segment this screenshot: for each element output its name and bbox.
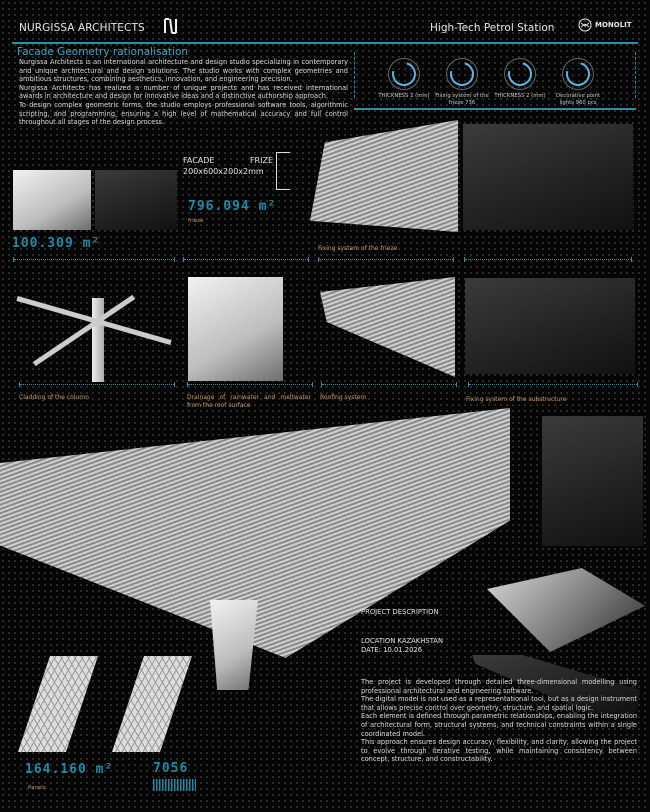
- caption-cladding-column: Cladding of the column: [19, 394, 89, 401]
- description-paragraph: The digital model is not used as a repre…: [361, 695, 637, 712]
- intro-paragraph: Nurgissa Architects is an international …: [19, 58, 348, 84]
- drainage-render: [188, 277, 283, 381]
- substructure-fixing-render: [465, 278, 635, 374]
- divider-rule: [187, 382, 313, 387]
- stat-label: Fixing system of the frieze 736: [435, 93, 489, 106]
- caption-roofing: Roofing system: [320, 394, 367, 401]
- column-cladding-render: [14, 278, 174, 384]
- canopy-interior-render: [95, 170, 177, 230]
- description-paragraph: Each element is defined through parametr…: [361, 712, 637, 738]
- nurgissa-logo-icon: [164, 18, 177, 34]
- progress-ring-icon: [562, 58, 594, 90]
- facade-spec: FACADE FRIZE 200x600x200x2mm: [183, 155, 273, 177]
- project-description-heading: PROJECT DESCRIPTION: [361, 608, 439, 616]
- monolit-emblem-icon: [578, 18, 592, 32]
- stats-frame: [354, 52, 636, 98]
- stat-label: Decorative point lights 960 pcs: [555, 93, 601, 106]
- caption-fixing-frieze: Fixing system of the frieze: [318, 245, 398, 252]
- frieze-area-value: 796.094 m²: [188, 199, 277, 214]
- stat-lights: Decorative point lights 960 pcs: [548, 58, 608, 106]
- project-title: High-Tech Petrol Station: [430, 22, 555, 34]
- panel-pattern-left: [18, 656, 98, 752]
- brand-name: NURGISSA ARCHITECTS: [19, 22, 145, 34]
- panels-area-value: 164.160 m²: [25, 762, 114, 777]
- facade-dimensions: 200x600x200x2mm: [183, 167, 264, 176]
- caption-drainage: Drainage of rainwater and meltwater from…: [187, 394, 311, 409]
- frize-label: FRIZE: [249, 156, 273, 165]
- divider-rule: [183, 257, 309, 262]
- intro-text: Nurgissa Architects is an international …: [19, 58, 348, 127]
- project-location: LOCATION KAZAKHSTAN: [361, 637, 444, 645]
- intro-paragraph: To design complex geometric forms, the s…: [19, 100, 348, 127]
- description-paragraph: The project is developed through detaile…: [361, 678, 637, 695]
- divider-rule: [468, 382, 638, 387]
- stat-thickness: THICKNESS 2 (mm): [374, 58, 434, 100]
- spec-bracket: [276, 152, 277, 190]
- panel-pattern-right: [112, 656, 192, 752]
- roofing-system-render: [320, 277, 455, 377]
- frieze-caption: frieze: [188, 218, 204, 224]
- progress-ring-icon: [388, 58, 420, 90]
- partner-logo: MONOLIT: [578, 18, 632, 32]
- header-divider-left: [12, 42, 312, 44]
- roof-module-render: [487, 568, 645, 652]
- canopy-column-render: [210, 600, 258, 690]
- stat-fixing-system: Fixing system of the frieze 736: [432, 58, 492, 106]
- progress-ring-icon: [504, 58, 536, 90]
- project-description-text: The project is developed through detaile…: [361, 678, 637, 764]
- divider-rule: [19, 382, 175, 387]
- divider-rule: [13, 257, 175, 262]
- frieze-fixing-detail-render: [463, 124, 633, 230]
- intro-paragraph: Nurgissa Architects has realized a numbe…: [19, 83, 348, 101]
- progress-ring-icon: [446, 58, 478, 90]
- facade-area-value: 100.309 m²: [12, 236, 101, 251]
- stat-label: THICKNESS 2 (mm): [494, 93, 546, 99]
- description-paragraph: This approach ensures design accuracy, f…: [361, 738, 637, 764]
- panels-count: 7056: [153, 761, 189, 776]
- caption-fixing-substructure: Fixing system of the substructure: [466, 396, 567, 403]
- project-date: DATE: 10.01.2026: [361, 646, 423, 654]
- partner-logo-text: MONOLIT: [595, 21, 632, 29]
- section-title: Facade Geometry rationalisation: [17, 46, 189, 58]
- header-divider-right: [312, 42, 638, 44]
- divider-rule: [318, 257, 454, 262]
- divider-rule: [464, 257, 632, 262]
- divider-rule: [321, 382, 457, 387]
- barcode-icon: [153, 779, 196, 791]
- stats-divider: [354, 108, 636, 110]
- canopy-underside-render: [13, 170, 91, 230]
- frieze-fixing-render: [310, 120, 458, 232]
- facade-label: FACADE: [183, 156, 215, 165]
- stat-label: THICKNESS 2 (mm): [378, 93, 430, 99]
- panels-caption: Panels: [28, 785, 46, 791]
- frame-detail-render: [542, 416, 643, 546]
- stat-thickness-2: THICKNESS 2 (mm): [490, 58, 550, 100]
